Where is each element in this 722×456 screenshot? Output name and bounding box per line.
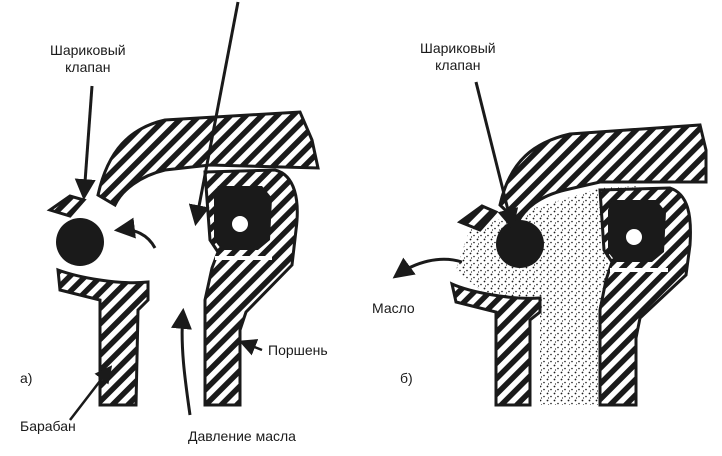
valve-lip — [46, 194, 87, 218]
oil-label: Масло — [372, 300, 415, 316]
flow-arrow-icon — [113, 217, 157, 249]
label-line: Шариковый — [50, 42, 126, 58]
left-leg — [56, 267, 150, 407]
ball-valve-icon — [496, 220, 544, 268]
piston-pointer-icon — [238, 339, 263, 356]
drum-pointer-icon — [69, 365, 113, 421]
drum-label: Барабан — [20, 418, 76, 434]
seal-ring — [624, 227, 644, 247]
ball-valve-icon — [56, 218, 104, 266]
pressure-arrow-icon — [171, 307, 192, 416]
piston-label: Поршень — [268, 342, 328, 358]
pointer-arrow-icon — [74, 85, 96, 201]
label-line: Шариковый — [420, 40, 496, 56]
ball-valve-label-a: Шариковый клапан — [50, 42, 126, 76]
panel-a-tag: а) — [20, 370, 33, 386]
label-line: клапан — [65, 59, 111, 75]
oil-pressure-label: Давление масла — [188, 428, 296, 444]
ball-valve-label-b: Шариковый клапан — [420, 40, 496, 74]
drum-top-cover — [498, 123, 708, 225]
label-line: клапан — [435, 57, 481, 73]
panel-b — [392, 81, 708, 407]
panel-a — [46, 1, 320, 421]
oil-out-arrow-icon — [392, 257, 463, 279]
valve-lip — [456, 204, 499, 232]
seal-ring — [230, 214, 250, 234]
left-leg — [449, 281, 542, 407]
pointer-arrow-icon — [474, 81, 519, 231]
pointer-arrow-icon — [188, 1, 240, 227]
panel-b-tag: б) — [400, 370, 413, 386]
